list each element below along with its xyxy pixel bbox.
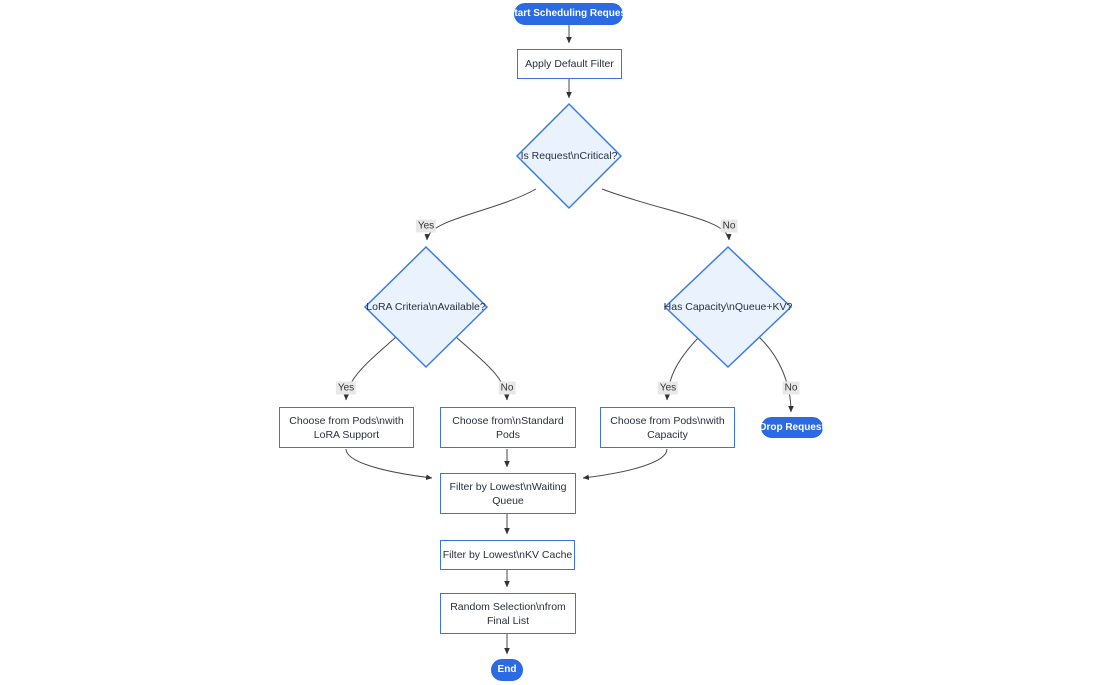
is-critical-decision-label: Is Request\nCritical? <box>520 150 618 162</box>
has-capacity-decision-shape <box>663 245 793 369</box>
apply-default-filter-node: Apply Default Filter <box>517 49 622 79</box>
edge-label-capacity-yes: Yes <box>657 381 679 395</box>
filter-kv-cache-node: Filter by Lowest\nKV Cache <box>440 540 575 570</box>
choose-lora-pods-node: Choose from Pods\nwith LoRA Support <box>279 407 414 448</box>
edge-label-critical-yes: Yes <box>415 219 437 233</box>
is-critical-decision-shape <box>515 102 623 210</box>
start-node: Start Scheduling Request <box>508 3 629 25</box>
edge-label-lora-no: No <box>498 381 516 395</box>
edge-label-critical-no: No <box>720 219 738 233</box>
edge-lora-pods-to-filter-queue <box>345 448 433 481</box>
drop-request-node: Drop Request <box>759 417 825 438</box>
edge-capacity-no <box>758 336 794 413</box>
edge-is-critical-yes <box>424 188 537 241</box>
random-selection-node: Random Selection\nfrom Final List <box>440 593 576 634</box>
edge-label-capacity-no: No <box>782 381 800 395</box>
filter-waiting-queue-node: Filter by Lowest\nWaiting Queue <box>440 473 576 514</box>
choose-capacity-pods-node: Choose from Pods\nwith Capacity <box>600 407 735 448</box>
edge-capacity-pods-to-filter-queue <box>582 448 668 481</box>
choose-standard-pods-node: Choose from\nStandard Pods <box>440 407 576 448</box>
lora-criteria-decision-label: LoRA Criteria\nAvailable? <box>366 301 486 313</box>
end-node: End <box>491 659 523 681</box>
has-capacity-decision-label: Has Capacity\nQueue+KV? <box>663 301 793 313</box>
edge-label-lora-yes: Yes <box>335 381 357 395</box>
lora-criteria-decision-shape <box>363 245 489 369</box>
edge-is-critical-no <box>601 188 732 241</box>
